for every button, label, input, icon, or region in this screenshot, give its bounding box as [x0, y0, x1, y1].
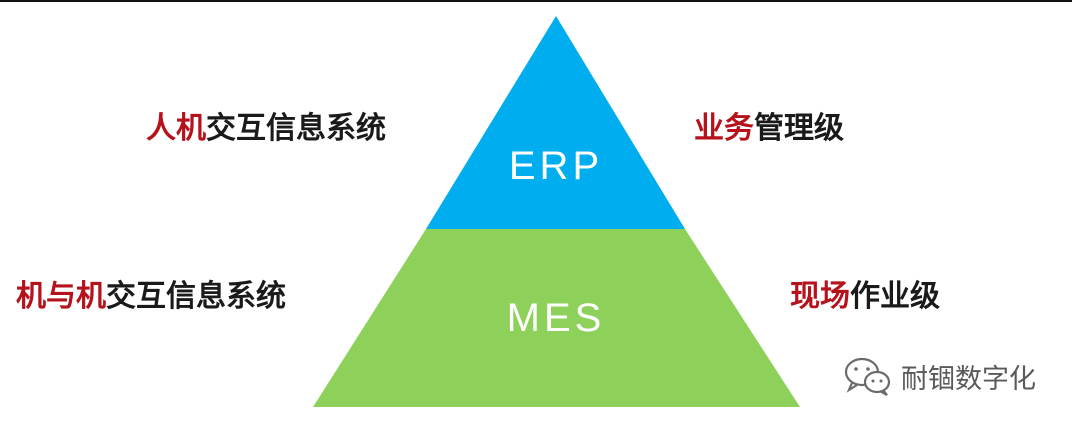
left-label-bottom-highlight: 机与机	[16, 279, 106, 314]
right-label-top: 业务管理级	[694, 114, 844, 144]
left-label-top-text: 交互信息系统	[206, 111, 386, 146]
top-border-line	[0, 0, 1072, 2]
left-label-top: 人机交互信息系统	[146, 114, 386, 144]
erp-label: ERP	[508, 144, 604, 188]
watermark: 耐锢数字化	[843, 354, 1036, 398]
mes-tier	[313, 229, 800, 407]
mes-label: MES	[506, 296, 606, 340]
right-label-bottom: 现场作业级	[790, 282, 940, 312]
left-label-bottom-text: 交互信息系统	[106, 279, 286, 314]
left-label-bottom: 机与机交互信息系统	[16, 282, 286, 312]
right-label-top-highlight: 业务	[694, 111, 754, 146]
erp-tier	[426, 16, 685, 229]
right-label-bottom-highlight: 现场	[790, 279, 850, 314]
wechat-icon	[843, 356, 893, 396]
watermark-text: 耐锢数字化	[901, 363, 1036, 395]
right-label-bottom-text: 作业级	[850, 279, 940, 314]
right-label-top-text: 管理级	[754, 111, 844, 146]
left-label-top-highlight: 人机	[146, 111, 206, 146]
